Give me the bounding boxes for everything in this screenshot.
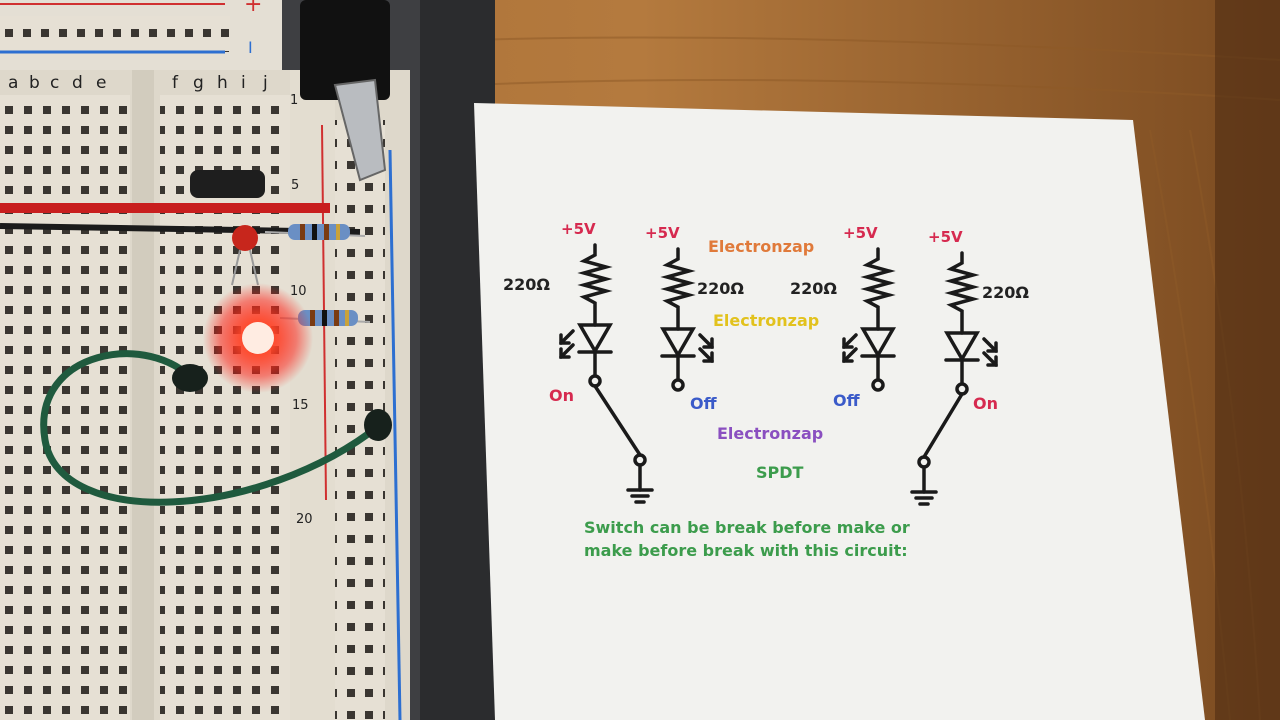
switch-terminal-2 <box>671 378 685 392</box>
led-diode-symbol-4 <box>943 331 981 363</box>
watermark-yellow: Electronzap <box>713 311 820 330</box>
jumper-end-left <box>172 364 208 392</box>
light-arrow-3-1 <box>842 347 858 363</box>
watermark-orange: Electronzap <box>708 237 815 256</box>
light-arrowhead-1-0 <box>559 333 571 345</box>
rail-minus-label: I <box>248 38 253 57</box>
column-label-4: j <box>263 73 268 93</box>
light-arrow-1-1 <box>559 343 575 359</box>
led-state-off-right: Off <box>833 391 860 410</box>
rail-plus-label: + <box>244 0 263 17</box>
led-state-on-right: On <box>973 394 998 413</box>
light-arrowhead-4-0 <box>986 341 998 353</box>
resistor-symbol-2 <box>660 247 696 331</box>
resistor-label-4: 220Ω <box>982 283 1029 302</box>
resistor-label-3: 220Ω <box>790 279 837 298</box>
led-lit <box>203 283 313 393</box>
jumper-end-right <box>364 409 392 441</box>
row-number-4: 20 <box>296 512 313 527</box>
number-strip <box>290 70 335 720</box>
green-jumper-wire <box>40 350 383 506</box>
switch-lever-1 <box>593 384 642 457</box>
row-number-3: 15 <box>292 398 309 413</box>
alligator-clip <box>300 0 390 182</box>
column-label-1: g <box>193 73 204 93</box>
resistor-label-2: 220Ω <box>697 279 744 298</box>
column-label-3: i <box>241 73 246 93</box>
row-number-0: 1 <box>290 93 299 108</box>
terminal-holes-left <box>0 95 130 720</box>
watermark-purple: Electronzap <box>717 424 824 443</box>
terminal-holes-right <box>160 95 290 720</box>
paper-sheet <box>474 103 1205 720</box>
resistor-symbol-3 <box>860 247 896 331</box>
resistor-symbol-1 <box>577 243 613 327</box>
row-number-2: 10 <box>290 284 307 299</box>
column-label-3: d <box>72 73 83 93</box>
schematic-diagram <box>559 243 998 506</box>
supply-label-4: +5V <box>928 228 963 246</box>
light-arrowhead-2-0 <box>702 337 714 349</box>
supply-label-1: +5V <box>561 220 596 238</box>
row-number-1: 5 <box>291 178 300 193</box>
light-arrowhead-2-1 <box>702 351 714 363</box>
switch-terminal-3 <box>871 378 885 392</box>
top-rail-holes <box>0 16 230 52</box>
led-diode-symbol-2 <box>659 327 697 359</box>
supply-label-3: +5V <box>843 224 878 242</box>
switch-type-label: SPDT <box>756 463 804 482</box>
light-arrowhead-4-1 <box>986 355 998 367</box>
side-rail-blue-line <box>388 149 402 720</box>
light-arrow-2-0 <box>698 333 714 349</box>
light-arrow-2-1 <box>698 347 714 363</box>
light-arrowhead-1-1 <box>559 347 571 359</box>
supply-label-2: +5V <box>645 224 680 242</box>
caption-line-1: Switch can be break before make or <box>584 518 910 537</box>
light-arrow-4-1 <box>982 351 998 367</box>
column-label-1: b <box>29 73 40 93</box>
led-diode-symbol-3 <box>859 327 897 359</box>
switch-lever-2 <box>922 392 964 459</box>
column-label-0: f <box>172 73 178 93</box>
caption-line-2: make before break with this circuit: <box>584 541 908 560</box>
wood-shadow <box>1215 0 1280 720</box>
column-label-2: h <box>217 73 228 93</box>
black-component <box>190 170 265 198</box>
center-channel <box>132 70 154 720</box>
column-label-2: c <box>50 73 60 93</box>
resistor-label-1: 220Ω <box>503 275 550 294</box>
led-unlit <box>231 225 259 286</box>
light-arrow-4-0 <box>982 337 998 353</box>
light-arrow-3-0 <box>842 333 858 349</box>
led-state-off-left: Off <box>690 394 717 413</box>
column-label-0: a <box>8 73 19 93</box>
resistor-top <box>264 224 366 240</box>
led-diode-symbol-1 <box>576 323 614 355</box>
light-arrowhead-3-1 <box>842 351 854 363</box>
light-arrow-1-0 <box>559 329 575 345</box>
resistor-symbol-4 <box>944 251 980 335</box>
led-state-on-left: On <box>549 386 574 405</box>
column-label-4: e <box>96 73 107 93</box>
light-arrowhead-3-0 <box>842 337 854 349</box>
